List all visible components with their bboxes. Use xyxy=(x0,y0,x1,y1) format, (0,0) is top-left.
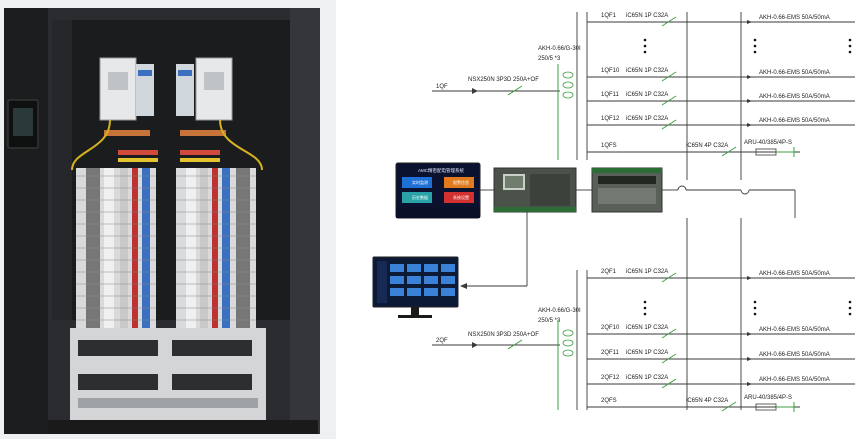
svg-text:AKH-0.66-EMS 50A/50mA: AKH-0.66-EMS 50A/50mA xyxy=(759,70,830,76)
svg-text:iC65N 1P C32A: iC65N 1P C32A xyxy=(626,116,668,122)
svg-text:1QF1: 1QF1 xyxy=(601,13,617,19)
svg-text:iC65N 1P C32A: iC65N 1P C32A xyxy=(626,92,668,98)
svg-text:iC65N 1P C32A: iC65N 1P C32A xyxy=(626,375,668,381)
svg-text:1QFS: 1QFS xyxy=(601,143,617,149)
svg-text:2QF12: 2QF12 xyxy=(601,375,620,381)
svg-text:历史数据: 历史数据 xyxy=(412,194,428,200)
svg-text:2QF11: 2QF11 xyxy=(601,350,620,356)
current-transformer-bottom xyxy=(562,329,574,357)
incomer-2-breaker: NSX250N 3P3D 250A+OF xyxy=(468,332,539,338)
continuation-dots-bottom-left xyxy=(643,300,647,316)
incomer-1-ct-model: AKH-0.66/G-30I xyxy=(538,46,581,52)
svg-text:1QF10: 1QF10 xyxy=(601,68,620,74)
continuation-dots-top-right xyxy=(753,38,852,54)
svg-text:AKH-0.66-EMS 50A/50mA: AKH-0.66-EMS 50A/50mA xyxy=(759,94,830,100)
svg-text:报警信息: 报警信息 xyxy=(453,179,469,185)
incomer-1-id: 1QF xyxy=(436,84,448,90)
hmi-touchscreen: AMC精密配电管理系统 实时监测 报警信息 历史数据 系统设置 xyxy=(395,162,481,219)
single-line-diagram: 1QF NSX250N 3P3D 250A+OF AKH-0.66/G-30I … xyxy=(372,12,855,412)
incomer-1-ct-ratio: 250/5 *3 xyxy=(538,56,561,62)
svg-text:iC65N 1P C32A: iC65N 1P C32A xyxy=(626,269,668,275)
svg-text:实时监测: 实时监测 xyxy=(412,179,428,185)
hmi-title: AMC精密配电管理系统 xyxy=(418,167,464,174)
feeder-1qf11: 1QF11 iC65N 1P C32A AKH-0.66-EMS 50A/50m… xyxy=(587,92,855,106)
svg-text:系统设置: 系统设置 xyxy=(453,194,469,200)
svg-text:2QF10: 2QF10 xyxy=(601,325,620,331)
svg-text:AKH-0.66-EMS 50A/50mA: AKH-0.66-EMS 50A/50mA xyxy=(759,327,830,333)
svg-text:AKH-0.66-EMS 50A/50mA: AKH-0.66-EMS 50A/50mA xyxy=(759,118,830,124)
monitoring-modules xyxy=(70,328,266,424)
svg-text:AKH-0.66-EMS 50A/50mA: AKH-0.66-EMS 50A/50mA xyxy=(759,352,830,358)
feeder-2qf1: 2QF1 iC65N 1P C32A AKH-0.66-EMS 50A/50mA xyxy=(587,269,855,283)
incomer-2-id: 2QF xyxy=(436,338,448,344)
continuation-dots-bottom-right xyxy=(753,300,852,316)
svg-text:AKH-0.66-EMS 50A/50mA: AKH-0.66-EMS 50A/50mA xyxy=(759,271,830,277)
feeder-1qf12: 1QF12 iC65N 1P C32A AKH-0.66-EMS 50A/50m… xyxy=(587,116,855,130)
hmi-tile-alarm xyxy=(444,177,474,188)
feeder-1qf10: 1QF10 iC65N 1P C32A AKH-0.66-EMS 50A/50m… xyxy=(587,68,855,82)
feeder-2qf10: 2QF10 iC65N 1P C32A AKH-0.66-EMS 50A/50m… xyxy=(587,325,855,339)
feeder-2qf11: 2QF11 iC65N 1P C32A AKH-0.66-EMS 50A/50m… xyxy=(587,350,855,364)
svg-text:1QF11: 1QF11 xyxy=(601,92,620,98)
hmi-tile-history xyxy=(402,192,432,203)
cabinet-door xyxy=(4,8,48,434)
svg-text:2QFS: 2QFS xyxy=(601,398,617,404)
svg-text:iC65N 1P C32A: iC65N 1P C32A xyxy=(626,68,668,74)
incomer-2-ct-model: AKH-0.66/G-30I xyxy=(538,308,581,314)
hmi-tile-realtime xyxy=(402,177,432,188)
continuation-dots-top-left xyxy=(643,38,647,54)
svg-text:iC65N 1P C32A: iC65N 1P C32A xyxy=(626,350,668,356)
incomer-1-breaker: NSX250N 3P3D 250A+OF xyxy=(468,77,539,83)
svg-text:iC65N 1P C32A: iC65N 1P C32A xyxy=(626,325,668,331)
main-breaker-right xyxy=(176,57,233,121)
branch-breakers-right xyxy=(176,168,256,330)
feeder-1qf1: 1QF1 iC65N 1P C32A AKH-0.66-EMS 50A/50mA xyxy=(587,13,855,27)
svg-text:2QF1: 2QF1 xyxy=(601,269,617,275)
feeder-1qfs: 1QFS iC65N 4P C32A ARU-40/385/4P-S xyxy=(587,140,800,157)
main-breaker-left xyxy=(99,57,154,121)
feeder-2qfs: 2QFS iC65N 4P C32A ARU-40/385/4P-S xyxy=(587,395,800,412)
svg-text:1QF12: 1QF12 xyxy=(601,116,620,122)
current-transformer-top xyxy=(562,71,574,99)
svg-text:iC65N 1P C32A: iC65N 1P C32A xyxy=(626,13,668,19)
incomer-2-ct-ratio: 250/5 *3 xyxy=(538,318,561,324)
svg-text:ARU-40/385/4P-S: ARU-40/385/4P-S xyxy=(744,395,792,401)
hmi-tile-settings xyxy=(444,192,474,203)
branch-breakers-left xyxy=(76,168,156,330)
monitoring-device xyxy=(493,167,577,213)
svg-text:iC65N 4P C32A: iC65N 4P C32A xyxy=(686,398,728,404)
svg-text:AKH-0.66-EMS 50A/50mA: AKH-0.66-EMS 50A/50mA xyxy=(759,377,830,383)
svg-text:ARU-40/385/4P-S: ARU-40/385/4P-S xyxy=(744,140,792,146)
svg-text:iC65N 4P C32A: iC65N 4P C32A xyxy=(686,143,728,149)
monitoring-pc xyxy=(372,256,459,318)
svg-text:AKH-0.66-EMS 50A/50mA: AKH-0.66-EMS 50A/50mA xyxy=(759,15,830,21)
cabinet-photo xyxy=(0,0,336,439)
feeder-2qf12: 2QF12 iC65N 1P C32A AKH-0.66-EMS 50A/50m… xyxy=(587,375,855,389)
din-rail-meter xyxy=(591,167,663,213)
